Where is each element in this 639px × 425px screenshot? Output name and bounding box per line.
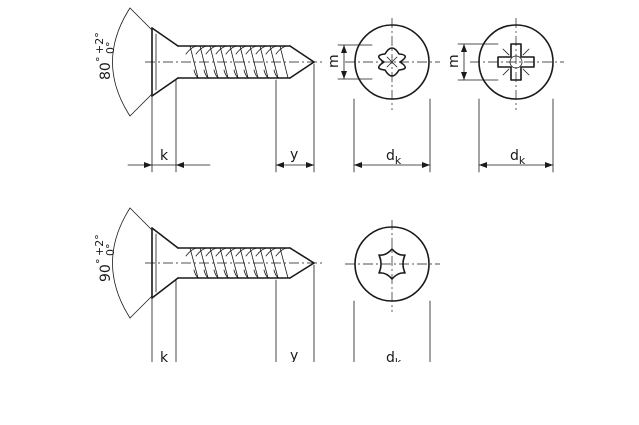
- screw-side-view-bottom: k y 90 ° +2° 0°: [93, 207, 322, 366]
- svg-text:80: 80: [98, 62, 114, 80]
- label-dk-front: dk: [386, 148, 402, 167]
- svg-text:0°: 0°: [104, 244, 117, 257]
- angle-arc-top: [112, 7, 131, 117]
- head-front-view-torx: dk: [345, 220, 440, 369]
- label-k-top: k: [160, 148, 169, 164]
- svg-text:90: 90: [98, 264, 114, 282]
- svg-text:+2°: +2°: [93, 32, 106, 54]
- svg-text:°: °: [94, 57, 107, 63]
- head-front-view-pozidriv: dk m: [446, 18, 564, 173]
- svg-text:0°: 0°: [104, 42, 117, 55]
- label-m-side: m: [446, 54, 462, 68]
- pozidriv-recess-icon: [497, 43, 535, 81]
- label-m-front: m: [326, 54, 342, 68]
- label-k-bottom: k: [160, 350, 169, 366]
- head-front-view-phillips: dk m: [326, 18, 440, 173]
- angle-label-bottom: 90 ° +2° 0°: [93, 234, 117, 282]
- label-dk-bottom: dk: [386, 350, 402, 369]
- label-dk-side: dk: [510, 148, 526, 167]
- svg-text:+2°: +2°: [93, 234, 106, 256]
- label-y-bottom: y: [290, 348, 298, 364]
- angle-arc-bottom: [112, 207, 131, 319]
- angle-label-top: 80 ° +2° 0°: [93, 32, 117, 80]
- screw-side-view-top: k y 80 ° +2° 0°: [93, 7, 322, 173]
- label-y-top: y: [290, 147, 298, 163]
- svg-text:°: °: [94, 259, 107, 265]
- torx-recess-icon: [378, 248, 406, 280]
- phillips-recess-icon: [377, 47, 407, 77]
